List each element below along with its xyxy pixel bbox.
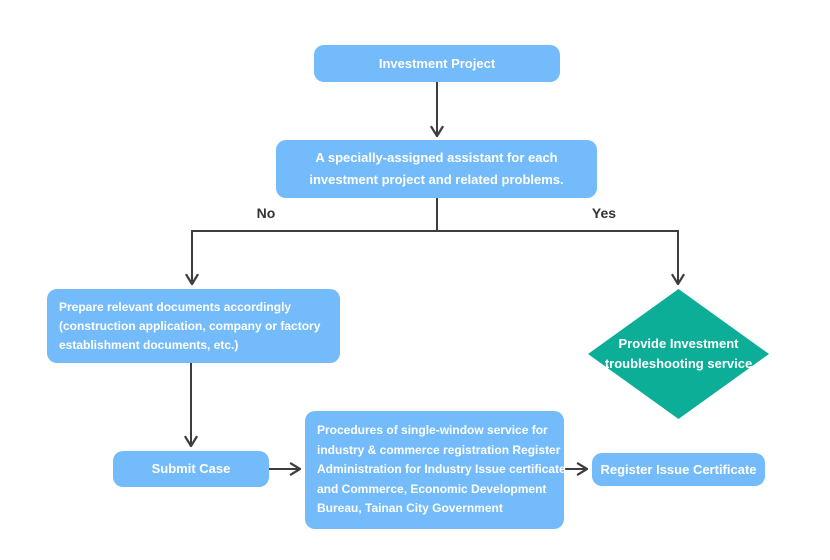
node-label: Submit Case — [151, 461, 231, 476]
node-label-line: Procedures of single-window service for — [317, 423, 548, 438]
node-label: Register Issue Certificate — [600, 461, 757, 477]
branch-label-no: No — [256, 205, 276, 221]
node-label-line: Prepare relevant documents accordingly — [59, 299, 292, 314]
node-label-line: Bureau, Tainan City Government — [317, 501, 503, 516]
node-label-line: industry & commerce registration Registe… — [317, 442, 561, 457]
decision-diamond — [588, 289, 769, 419]
node-investment-project: Investment Project — [314, 45, 560, 82]
node-assigned-assistant: A specially-assigned assistant for each … — [276, 140, 597, 198]
node-label: Investment Project — [378, 55, 496, 71]
node-label-line: (construction application, company or fa… — [59, 318, 321, 333]
node-label-line: A specially-assigned assistant for each — [315, 150, 558, 165]
node-label-line: Provide Investment — [618, 336, 739, 351]
node-label-line: troubleshooting service — [604, 356, 753, 371]
node-label-line: and Commerce, Economic Development — [317, 481, 547, 496]
node-troubleshooting-service: Provide Investment troubleshooting servi… — [588, 289, 769, 419]
node-prepare-documents: Prepare relevant documents accordingly (… — [47, 289, 340, 363]
node-label-line: establishment documents, etc.) — [59, 337, 239, 352]
node-label-line: investment project and related problems. — [309, 172, 564, 187]
node-submit-case: Submit Case — [113, 451, 269, 487]
branch-label-yes: Yes — [591, 205, 617, 221]
node-label-line: Administration for Industry Issue certif… — [317, 462, 566, 477]
node-single-window-procedures: Procedures of single-window service for … — [305, 411, 566, 529]
node-register-issue-certificate: Register Issue Certificate — [592, 453, 765, 486]
